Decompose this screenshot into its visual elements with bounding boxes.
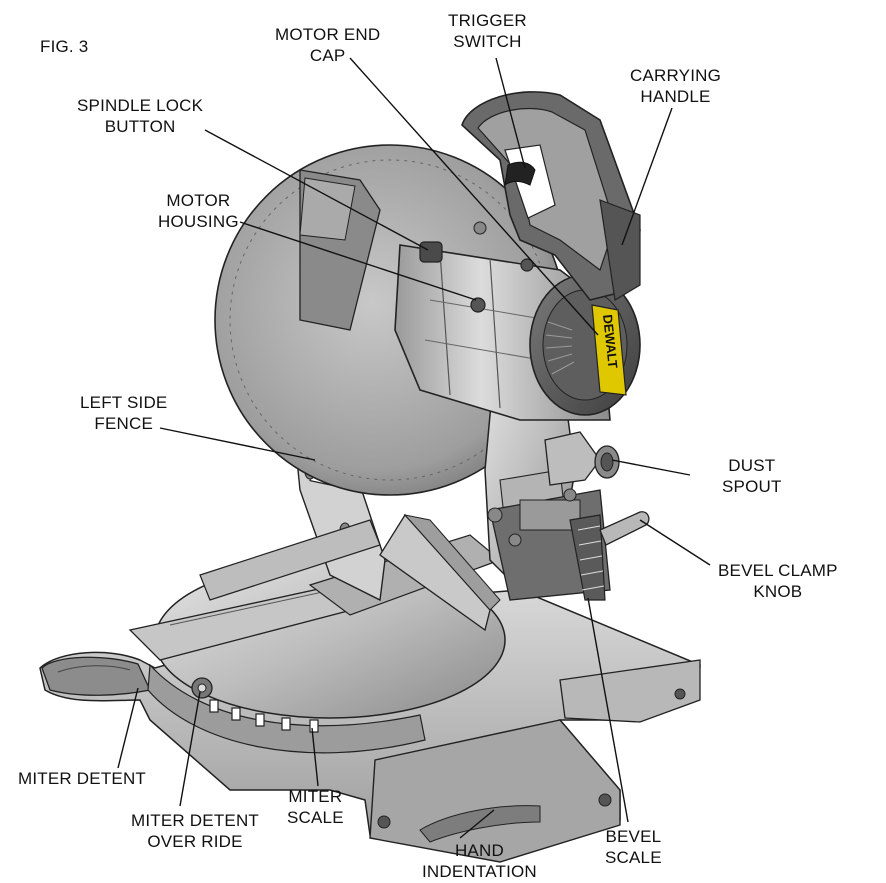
label-line: MOTOR END — [275, 25, 381, 44]
label-line: HOUSING — [158, 212, 239, 231]
leader-bevel-clamp-knob — [639, 519, 711, 566]
figure-label: FIG. 3 — [40, 37, 89, 56]
label-line: SCALE — [287, 808, 344, 827]
label-line: MITER DETENT — [131, 811, 260, 830]
label-line: MOTOR — [166, 191, 231, 210]
label-miter-scale: MITER SCALE — [287, 786, 344, 828]
leader-lines — [117, 57, 711, 839]
label-line: LEFT SIDE — [80, 393, 168, 412]
leader-trigger-switch — [495, 57, 526, 169]
leader-left-side-fence — [159, 427, 316, 461]
label-line: BEVEL — [605, 827, 662, 846]
label-motor-end-cap: MOTOR END CAP — [275, 24, 380, 66]
label-bevel-scale: BEVEL SCALE — [605, 826, 662, 868]
dust-spout — [544, 431, 620, 486]
label-line: SPOUT — [722, 477, 782, 496]
label-line: SCALE — [605, 848, 662, 867]
label-bevel-clamp-knob: BEVEL CLAMP KNOB — [718, 560, 838, 602]
leader-bevel-scale — [587, 597, 629, 823]
label-line: TRIGGER — [448, 11, 527, 30]
label-dust-spout: DUST SPOUT — [722, 455, 782, 497]
label-line: SPINDLE LOCK — [77, 96, 204, 115]
label-line: BUTTON — [104, 117, 176, 136]
label-line: DUST — [728, 456, 776, 475]
label-miter-detent: MITER DETENT — [18, 768, 146, 789]
label-line: SWITCH — [453, 32, 522, 51]
leader-miter-detent — [117, 687, 139, 769]
label-spindle-lock-button: SPINDLE LOCK BUTTON — [77, 95, 203, 137]
leader-dust-spout — [611, 459, 691, 476]
label-hand-indentation: HAND INDENTATION — [422, 840, 537, 882]
brand-logo: DEWALT — [600, 314, 621, 369]
label-line: BEVEL CLAMP — [718, 561, 838, 580]
bevel-clamp-knob — [599, 511, 650, 546]
label-trigger-switch: TRIGGER SWITCH — [448, 10, 527, 52]
label-line: HAND — [454, 841, 504, 860]
bevel-scale — [569, 514, 606, 601]
label-motor-housing: MOTOR HOUSING — [158, 190, 239, 232]
label-line: HANDLE — [640, 87, 711, 106]
label-line: CARRYING — [630, 66, 722, 85]
carrying-handle — [461, 91, 641, 301]
leader-carrying-handle — [621, 107, 673, 246]
label-line: FENCE — [94, 414, 154, 433]
label-miter-detent-over-ride: MITER DETENT OVER RIDE — [131, 810, 259, 852]
leader-spindle-lock — [204, 129, 429, 251]
leader-hand-indentation — [459, 809, 495, 839]
label-line: KNOB — [753, 582, 803, 601]
leader-miter-detent-override — [179, 691, 201, 807]
leader-motor-end-cap — [349, 57, 599, 336]
label-carrying-handle: CARRYING HANDLE — [630, 65, 721, 107]
right-side-fence — [379, 513, 501, 632]
label-line: INDENTATION — [422, 862, 537, 881]
motor-end-cap: DEWALT — [529, 274, 641, 416]
leader-motor-housing — [239, 221, 477, 301]
label-line: MITER DETENT — [18, 769, 147, 788]
label-left-side-fence: LEFT SIDE FENCE — [80, 392, 167, 434]
label-line: CAP — [309, 46, 346, 65]
label-line: MITER — [288, 787, 343, 806]
label-line: OVER RIDE — [147, 832, 243, 851]
leader-miter-scale — [311, 727, 319, 787]
miter-scale-marks — [209, 699, 319, 733]
